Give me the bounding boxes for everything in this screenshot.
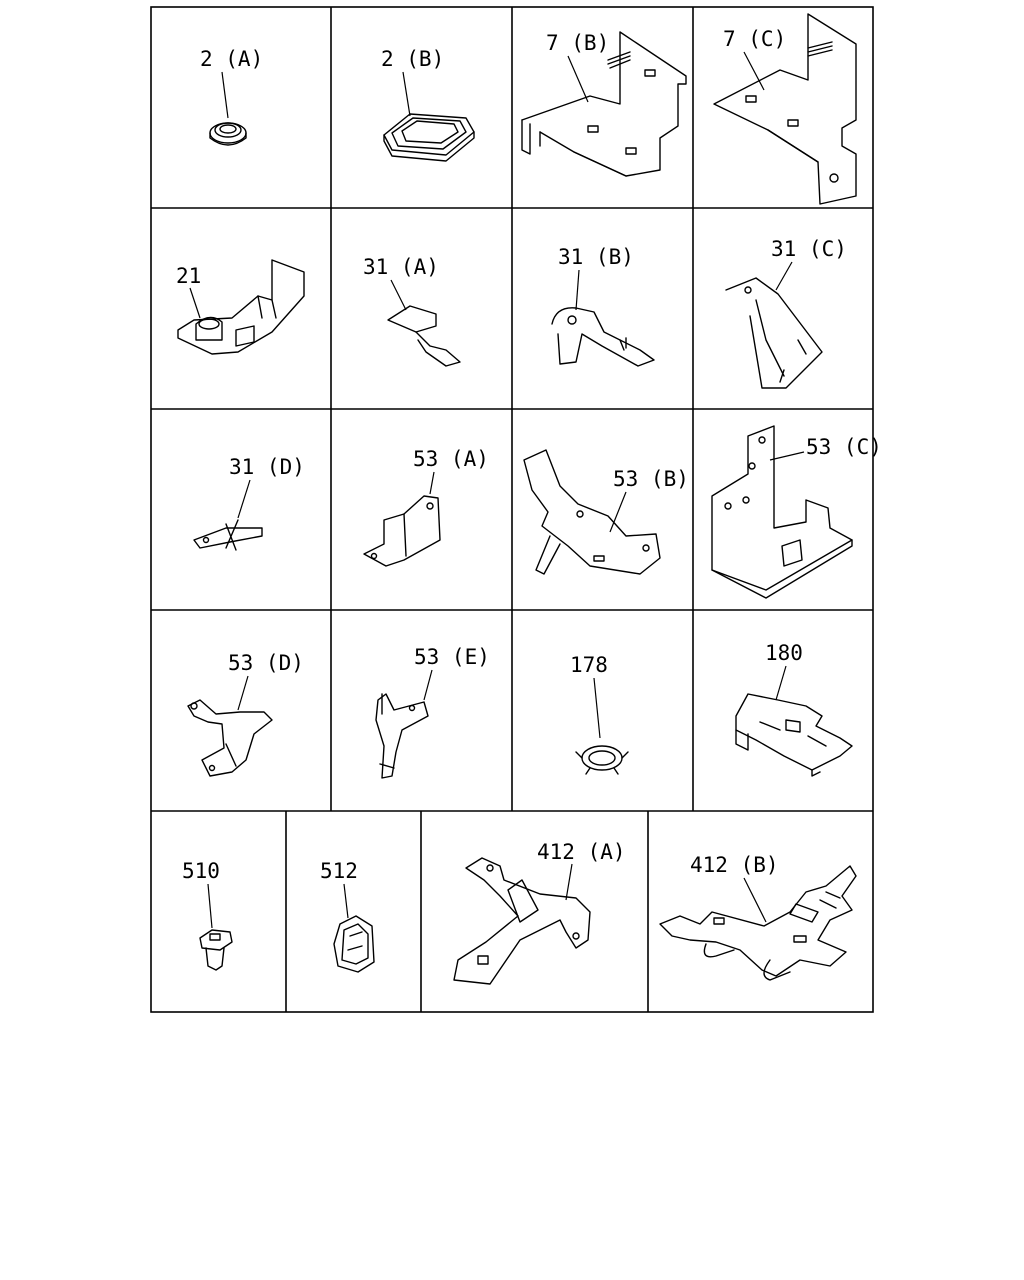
part-label-31d: 31 (D) <box>229 455 305 479</box>
cell-53c: 53 (C) <box>711 425 882 599</box>
cell-2a: 2 (A) <box>200 47 263 146</box>
grid-frame <box>150 6 874 1013</box>
part-label-53a: 53 (A) <box>413 447 489 471</box>
cell-21: 21 <box>176 259 305 355</box>
part-label-53d: 53 (D) <box>228 651 304 675</box>
part-label-2a: 2 (A) <box>200 47 263 71</box>
part-label-412b: 412 (B) <box>690 853 779 877</box>
part-label-178: 178 <box>570 653 608 677</box>
cell-412b: 412 (B) <box>659 853 857 981</box>
part-label-510: 510 <box>182 859 220 883</box>
cell-53a: 53 (A) <box>363 447 489 567</box>
cell-510: 510 <box>182 859 233 971</box>
part-label-31c: 31 (C) <box>771 237 847 261</box>
cell-7b: 7 (B) <box>521 31 687 177</box>
cell-7c: 7 (C) <box>713 13 857 205</box>
cell-31d: 31 (D) <box>193 455 305 551</box>
part-label-21: 21 <box>176 264 201 288</box>
cell-412a: 412 (A) <box>453 840 626 985</box>
part-label-53e: 53 (E) <box>414 645 490 669</box>
part-label-180: 180 <box>765 641 803 665</box>
cell-180: 180 <box>735 641 853 777</box>
cell-178: 178 <box>570 653 629 775</box>
part-label-7c: 7 (C) <box>723 27 786 51</box>
part-label-2b: 2 (B) <box>381 47 444 71</box>
part-label-7b: 7 (B) <box>546 31 609 55</box>
cell-2b: 2 (B) <box>381 47 475 162</box>
cell-31b: 31 (B) <box>551 245 655 367</box>
part-label-53b: 53 (B) <box>613 467 689 491</box>
cell-53b: 53 (B) <box>523 449 689 575</box>
cell-31a: 31 (A) <box>363 255 461 367</box>
cell-53d: 53 (D) <box>187 651 304 777</box>
cell-31c: 31 (C) <box>725 237 847 389</box>
part-label-31a: 31 (A) <box>363 255 439 279</box>
cell-512: 512 <box>320 859 375 973</box>
cell-53e: 53 (E) <box>375 645 490 779</box>
part-label-512: 512 <box>320 859 358 883</box>
part-label-53c: 53 (C) <box>806 435 882 459</box>
part-label-412a: 412 (A) <box>537 840 626 864</box>
part-label-31b: 31 (B) <box>558 245 634 269</box>
